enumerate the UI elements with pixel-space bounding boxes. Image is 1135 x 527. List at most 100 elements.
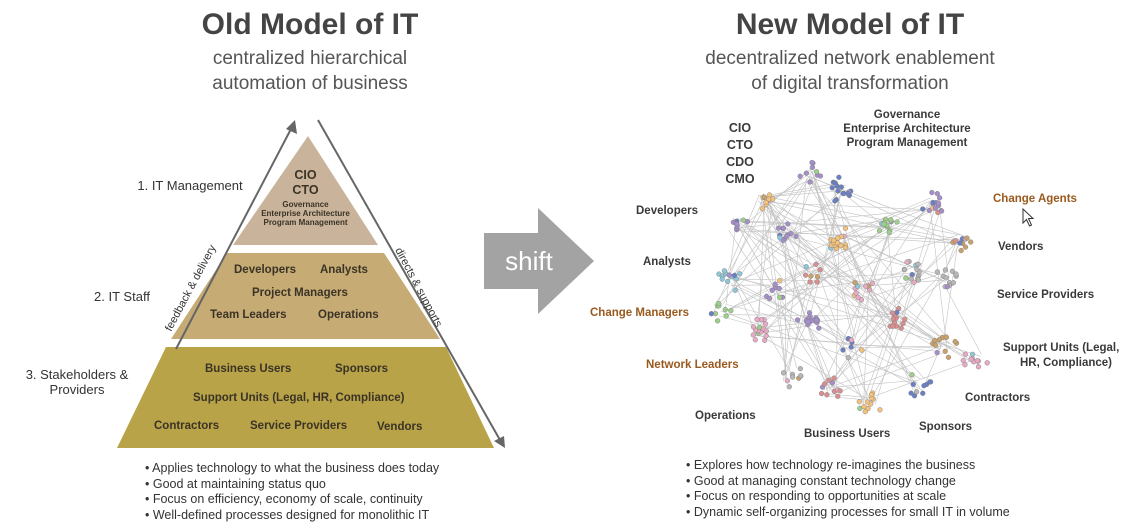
network-node [763, 333, 769, 339]
network-node [780, 225, 787, 231]
network-node [848, 344, 854, 350]
network-node [716, 300, 722, 307]
gov-roles: Governance Enterprise Architecture Progr… [832, 108, 982, 150]
old-model-subtitle-1: centralized hierarchical [212, 48, 408, 69]
network-node [814, 274, 821, 280]
network-node [914, 266, 920, 272]
network-node [855, 294, 861, 300]
network-node [957, 240, 963, 246]
network-node [829, 185, 835, 191]
network-node [943, 334, 949, 340]
network-node [754, 316, 760, 322]
network-node [784, 233, 790, 239]
network-node [962, 351, 968, 357]
network-node [888, 217, 894, 223]
network-edge [805, 323, 864, 400]
network-node [809, 164, 816, 170]
network-edge [787, 235, 950, 278]
network-node [911, 279, 917, 285]
new-model-subtitle-1: decentralized network enablement [705, 48, 995, 69]
network-node [769, 287, 775, 293]
network-node [824, 392, 830, 398]
tier1-cio: CIO [294, 168, 317, 182]
network-edge [843, 197, 931, 236]
level-stakeholders: 3. Stakeholders & [25, 367, 129, 382]
network-edge [734, 230, 961, 241]
network-node [723, 313, 729, 319]
network-node [826, 377, 832, 383]
network-node [814, 317, 820, 323]
network-node [942, 348, 948, 354]
new-model-bullets: • Explores how technology re-imagines th… [686, 458, 1086, 520]
network-edge [868, 324, 895, 397]
network-node [758, 317, 765, 323]
network-node [750, 324, 757, 330]
network-node [845, 355, 851, 361]
old-bullet: • Applies technology to what the busines… [145, 461, 440, 475]
network-edge [929, 200, 948, 351]
network-node [732, 287, 738, 293]
network-node [838, 184, 844, 190]
network-node [726, 272, 732, 278]
tier1-pm: Program Management [263, 218, 348, 227]
network-node [797, 366, 803, 372]
pyramid-tier-management [233, 136, 378, 245]
net-label-service-providers: Service Providers [997, 289, 1095, 301]
network-edge [736, 208, 939, 229]
network-edge [754, 331, 875, 404]
network-node [813, 261, 819, 267]
network-node [772, 281, 778, 287]
network-node [890, 316, 896, 322]
old-bullet: • Well-defined processes designed for mo… [145, 507, 430, 522]
network-node [960, 358, 966, 364]
network-node [798, 373, 804, 379]
network-edge [832, 380, 917, 388]
network-edge [757, 313, 896, 329]
network-node [722, 306, 728, 313]
network-edge [764, 202, 942, 211]
network-node [795, 317, 801, 323]
network-node [721, 268, 728, 274]
network-edge [867, 264, 919, 285]
network-edge [863, 296, 869, 407]
exec-cdo: CDO [726, 155, 754, 169]
network-node [840, 191, 846, 197]
network-edge [783, 178, 807, 382]
network-edge [759, 202, 842, 247]
network-node [945, 354, 952, 360]
network-node [953, 271, 959, 277]
network-edge [730, 283, 816, 324]
network-node [777, 277, 783, 284]
network-node [894, 309, 900, 315]
network-node [837, 388, 843, 394]
net-label-business-users: Business Users [804, 428, 891, 440]
network-edge [768, 202, 841, 241]
network-node [786, 384, 792, 390]
network-edge [739, 218, 851, 343]
network-node [942, 267, 949, 273]
tier3-business-users: Business Users [205, 363, 292, 375]
network-edge [763, 194, 925, 380]
new-model-title: New Model of IT [735, 8, 965, 41]
network-edge [756, 204, 936, 324]
directs-arrow-line [317, 119, 501, 441]
network-edge [726, 223, 898, 312]
network-node [915, 277, 921, 283]
network-node [908, 390, 914, 396]
new-bullet: • Dynamic self-organizing processes for … [686, 504, 1010, 519]
network-edge [759, 223, 891, 326]
level-it-staff: 2. IT Staff [94, 289, 150, 304]
network-node [728, 308, 734, 314]
tier3-contractors: Contractors [154, 420, 220, 432]
network-node [862, 409, 868, 415]
network-node [793, 233, 799, 239]
network-edge [758, 194, 963, 236]
network-edge [809, 185, 843, 317]
network-node [910, 381, 916, 387]
network-node [903, 275, 909, 281]
network-edge [824, 393, 874, 399]
network-edge [716, 186, 846, 306]
network-edge [777, 292, 797, 369]
network-edge [758, 198, 765, 325]
network-node [864, 399, 871, 405]
